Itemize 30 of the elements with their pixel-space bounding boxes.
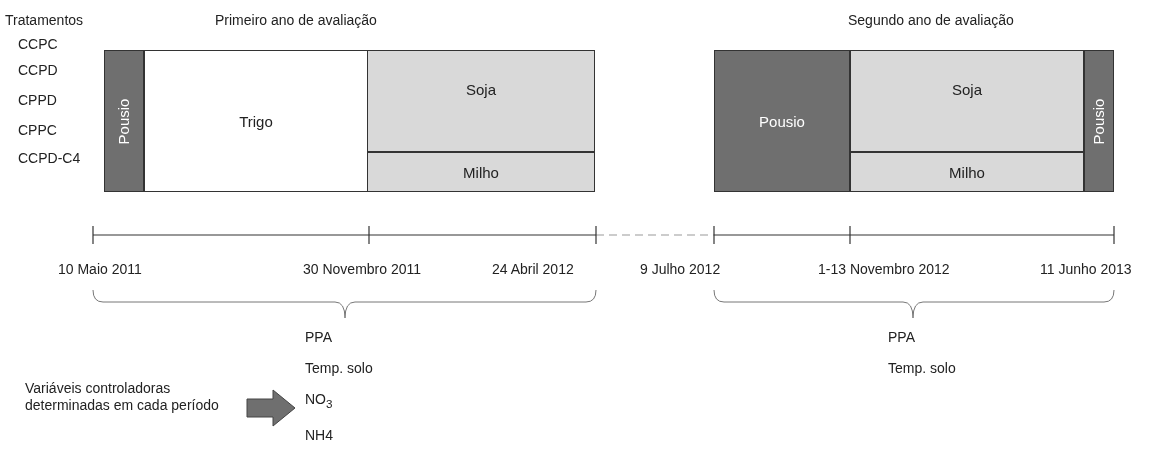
treatment-name: CPPC — [18, 122, 57, 138]
treatment-name: CCPD — [18, 62, 58, 78]
variable-name: PPA — [888, 328, 915, 347]
block-arrow — [246, 389, 296, 427]
period-heading: Primeiro ano de avaliação — [215, 12, 377, 28]
variable-name: NO$_{3}$ — [305, 390, 333, 412]
date-label: 30 Novembro 2011 — [303, 261, 422, 277]
fallow-block: Pousio — [1084, 50, 1114, 192]
variable-name: NH4 — [305, 425, 333, 445]
period-heading: Segundo ano de avaliação — [848, 12, 1014, 28]
column-header: Tratamentos — [5, 12, 84, 28]
variable-name: PPA — [305, 328, 332, 347]
fallow-block: Pousio — [714, 50, 850, 192]
date-label: 1-13 Novembro 2012 — [818, 261, 950, 277]
date-label: 10 Maio 2011 — [58, 261, 142, 277]
variable-name: Temp. solo — [305, 359, 373, 378]
date-label: 9 Julho 2012 — [640, 261, 721, 277]
treatment-name: CCPC — [18, 36, 58, 52]
crop-block: Soja — [850, 50, 1084, 152]
treatment-name: CCPD-C4 — [18, 150, 81, 166]
variable-name: Temp. solo — [888, 359, 956, 378]
crop-block: Milho — [850, 152, 1084, 192]
crop-block: Soja — [367, 50, 595, 152]
treatment-name: CPPD — [18, 92, 57, 108]
date-label: 24 Abril 2012 — [492, 261, 574, 277]
crop-block: Trigo — [144, 50, 368, 192]
description-text: Variáveis controladoras determinadas em cada período — [25, 380, 220, 414]
crop-block: Milho — [367, 152, 595, 192]
date-label: 11 Junho 2013 — [1040, 261, 1132, 277]
fallow-block: Pousio — [104, 50, 144, 192]
